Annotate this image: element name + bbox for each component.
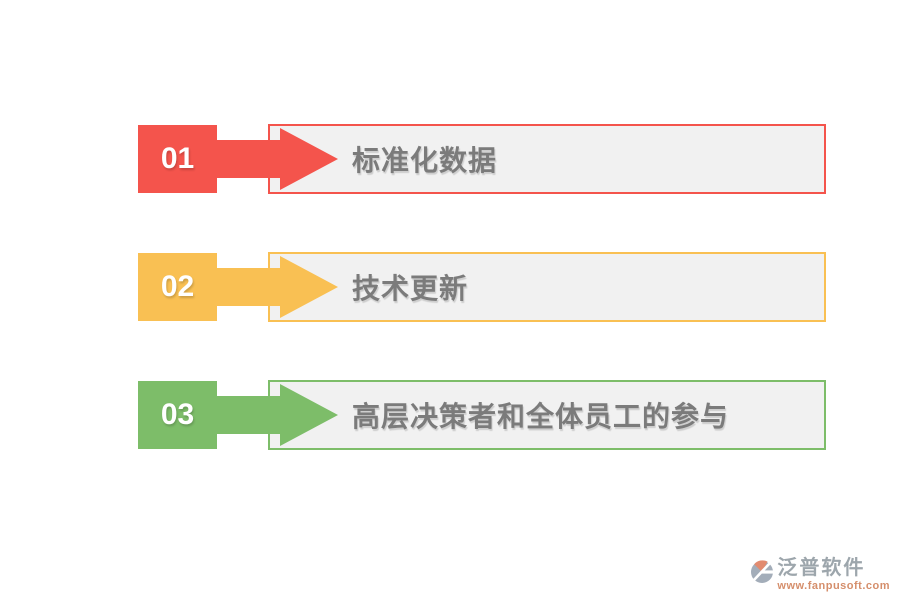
step-label: 高层决策者和全体员工的参与 bbox=[352, 401, 730, 432]
fanpu-logo-icon bbox=[751, 560, 775, 583]
step-number: 01 bbox=[138, 125, 217, 193]
arrow-right-icon bbox=[217, 256, 338, 318]
step-number: 03 bbox=[138, 381, 217, 449]
step-row-3: 高层决策者和全体员工的参与 03 bbox=[0, 380, 900, 450]
step-row-2: 技术更新 02 bbox=[0, 252, 900, 322]
step-number: 02 bbox=[138, 253, 217, 321]
arrow-right-icon bbox=[217, 384, 338, 446]
step-bar: 高层决策者和全体员工的参与 bbox=[268, 380, 826, 450]
step-row-1: 标准化数据 01 bbox=[0, 124, 900, 194]
step-bar: 标准化数据 bbox=[268, 124, 826, 194]
step-bar: 技术更新 bbox=[268, 252, 826, 322]
step-label: 标准化数据 bbox=[352, 145, 498, 176]
watermark: 泛普软件 www.fanpusoft.com bbox=[750, 557, 890, 592]
arrow-right-icon bbox=[217, 128, 338, 190]
step-label: 技术更新 bbox=[352, 273, 469, 304]
brand-name: 泛普软件 bbox=[777, 557, 866, 579]
brand-url: www.fanpusoft.com bbox=[777, 580, 890, 592]
